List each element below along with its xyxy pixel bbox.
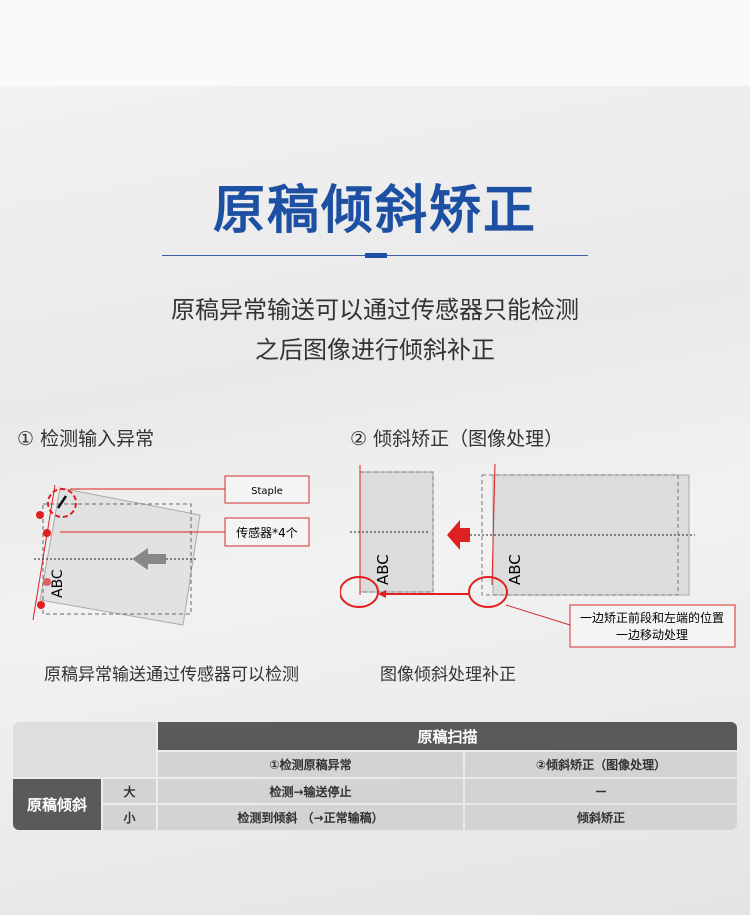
title-divider-mark — [365, 253, 387, 258]
comparison-table: 原稿扫描 ①检测原稿异常 ②倾斜矫正（图像处理） 原稿倾斜 大 检测→输送停止 … — [13, 722, 737, 830]
table-cell: ー — [465, 779, 737, 803]
correction-arrow-icon — [447, 520, 470, 550]
row-level: 大 — [103, 779, 156, 803]
section2-caption: 图像倾斜处理补正 — [380, 665, 516, 685]
sensor-label-box — [224, 517, 310, 547]
staple-label-box — [224, 475, 310, 504]
section2-heading: ② 倾斜矫正（图像处理） — [350, 428, 564, 450]
row-header: 原稿倾斜 — [13, 779, 101, 830]
table-cell: 倾斜矫正 — [465, 805, 737, 830]
skew-line — [32, 484, 56, 621]
staple-label: Staple — [251, 486, 283, 497]
feed-arrow-icon — [132, 548, 166, 570]
table-cell: 检测→输送停止 — [158, 779, 463, 803]
section1-caption: 原稿异常输送通过传感器可以检测 — [44, 665, 299, 685]
staple-icon — [56, 495, 68, 509]
skew-line — [491, 463, 496, 586]
note-box — [569, 604, 736, 648]
table-cell: 检测到倾斜 （→正常输稿） — [158, 805, 463, 830]
move-arrowhead-icon — [378, 590, 386, 598]
page-title: 原稿倾斜矫正 — [212, 180, 537, 241]
target-circle — [340, 576, 379, 608]
correction-diagram: ABC ABC 一边矫正前段和左端的位置 一边移动处理 — [340, 463, 736, 648]
sensor-dot — [43, 529, 51, 537]
detection-diagram: ABC Staple 传感器*4个 — [32, 475, 310, 626]
sensor-dot — [43, 578, 51, 586]
note-line-2: 一边移动处理 — [616, 628, 688, 642]
document-text: ABC — [506, 554, 524, 585]
column-header-2: ②倾斜矫正（图像处理） — [465, 752, 737, 777]
sensor-dot — [37, 601, 45, 609]
note-leader — [505, 604, 571, 626]
column-header-1: ①检测原稿异常 — [158, 752, 463, 777]
subtitle-line-2: 之后图像进行倾斜补正 — [255, 336, 495, 364]
sensor-label: 传感器*4个 — [236, 525, 298, 540]
source-circle — [468, 576, 508, 608]
table-corner — [13, 722, 156, 777]
document-text: ABC — [374, 554, 392, 585]
row-level: 小 — [103, 805, 156, 830]
note-line-1: 一边矫正前段和左端的位置 — [580, 610, 724, 625]
skewed-document — [39, 487, 201, 626]
sensor-dot — [36, 511, 44, 519]
table-header: 原稿扫描 — [158, 722, 737, 750]
subtitle-line-1: 原稿异常输送可以通过传感器只能检测 — [171, 296, 579, 324]
staple-circle — [47, 488, 77, 518]
top-band — [0, 0, 750, 86]
document-text: ABC — [50, 569, 66, 598]
section1-heading: ① 检测输入异常 — [17, 428, 155, 450]
